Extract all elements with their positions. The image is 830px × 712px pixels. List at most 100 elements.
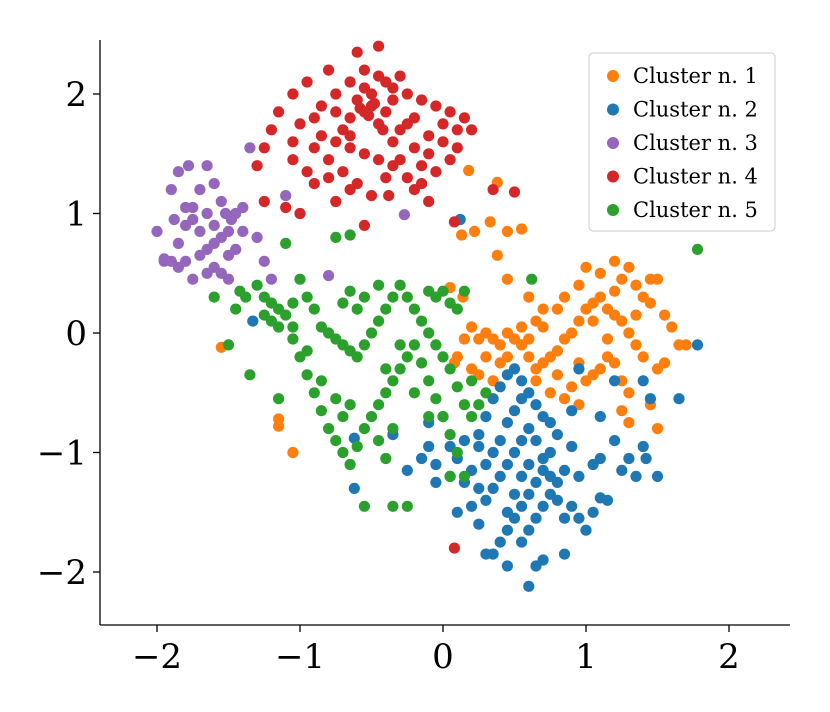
cluster-5-point — [451, 303, 463, 315]
cluster-1-point — [609, 285, 621, 297]
cluster-4-point — [401, 88, 413, 100]
cluster-2-point — [551, 429, 564, 441]
cluster-5-point — [344, 458, 356, 471]
cluster-4-point — [377, 124, 389, 136]
x-tick-label: 0 — [432, 637, 454, 677]
cluster-1-point — [666, 321, 678, 333]
cluster-5-point — [380, 363, 392, 375]
cluster-5-point — [423, 327, 435, 339]
cluster-2-point — [480, 548, 492, 560]
cluster-1-point — [537, 303, 549, 315]
cluster-5-point — [330, 435, 342, 447]
cluster-1-point — [651, 363, 664, 375]
cluster-5-point — [416, 315, 428, 327]
cluster-4-point — [380, 106, 392, 118]
cluster-5-point — [230, 303, 242, 315]
legend-marker-cluster-5 — [607, 204, 619, 216]
cluster-5-point — [408, 387, 420, 399]
cluster-4-point — [287, 154, 299, 166]
cluster-4-point — [330, 106, 342, 118]
cluster-4-point — [430, 100, 442, 112]
cluster-4-point — [287, 88, 299, 100]
cluster-4-point — [330, 195, 342, 208]
cluster-3-point — [251, 231, 263, 243]
cluster-1-point — [466, 363, 478, 375]
cluster-2-point — [473, 482, 485, 494]
cluster-2-point — [516, 500, 528, 512]
cluster-3-point — [237, 225, 249, 237]
cluster-3-point — [323, 270, 335, 282]
cluster-1-point — [537, 321, 549, 333]
cluster-2-point — [544, 470, 556, 482]
cluster-1-point — [651, 423, 664, 435]
cluster-2-point — [458, 435, 470, 447]
cluster-2-point — [473, 440, 485, 453]
cluster-5-point — [358, 500, 370, 512]
cluster-5-point — [430, 393, 442, 405]
cluster-2-point — [501, 506, 513, 518]
cluster-1-point — [558, 291, 571, 303]
cluster-2-point — [558, 512, 571, 524]
cluster-1-point — [651, 273, 664, 285]
cluster-2-point — [523, 488, 535, 500]
cluster-4-point — [451, 142, 463, 154]
cluster-3-point — [208, 178, 220, 190]
cluster-1-point — [501, 225, 513, 237]
x-tick-label: 1 — [575, 637, 597, 677]
cluster-5-point — [373, 279, 385, 291]
cluster-5-point — [380, 452, 392, 465]
cluster-5-point — [401, 291, 413, 303]
cluster-5-point — [337, 411, 349, 423]
cluster-1-point — [287, 446, 299, 459]
cluster-4-point — [444, 106, 456, 118]
cluster-2-point — [530, 560, 542, 572]
cluster-1-point — [623, 327, 635, 339]
cluster-2-point — [416, 452, 428, 465]
cluster-4-point — [401, 172, 413, 184]
cluster-3-point — [230, 243, 242, 255]
cluster-4-point — [358, 64, 370, 76]
cluster-5-point — [373, 315, 385, 327]
cluster-1-point — [601, 303, 614, 315]
cluster-2-point — [494, 470, 506, 482]
cluster-2-point — [516, 470, 528, 482]
cluster-1-point — [630, 309, 642, 321]
cluster-5-point — [251, 279, 263, 291]
cluster-2-point — [501, 417, 513, 429]
cluster-2-point — [691, 339, 704, 351]
cluster-1-point — [466, 321, 478, 333]
cluster-3-point — [208, 237, 220, 249]
cluster-3-point — [225, 213, 237, 226]
cluster-5-point — [287, 333, 299, 345]
cluster-1-point — [587, 315, 599, 327]
cluster-5-point — [473, 399, 485, 411]
cluster-2-point — [623, 452, 635, 465]
cluster-5-point — [373, 435, 385, 447]
cluster-5-point — [323, 423, 335, 435]
cluster-5-point — [308, 387, 320, 399]
cluster-2-point — [580, 524, 592, 536]
cluster-1-point — [551, 369, 564, 381]
cluster-4-point — [344, 130, 356, 142]
cluster-4-point — [373, 154, 385, 166]
cluster-4-point — [344, 142, 356, 154]
cluster-1-point — [580, 303, 592, 315]
cluster-2-point — [247, 315, 259, 327]
legend-label-cluster-4: Cluster n. 4 — [633, 165, 758, 189]
cluster-5-point — [280, 309, 292, 321]
cluster-1-point — [516, 321, 528, 333]
cluster-5-point — [244, 369, 256, 381]
cluster-5-point — [451, 446, 463, 459]
cluster-1-point — [544, 387, 556, 399]
cluster-5-point — [480, 387, 492, 399]
cluster-4-point — [294, 118, 306, 130]
cluster-2-point — [594, 411, 606, 423]
cluster-5-point — [444, 429, 456, 441]
x-tick-label: −2 — [132, 637, 182, 677]
cluster-5-point — [423, 375, 435, 387]
cluster-1-point — [680, 339, 692, 351]
cluster-2-point — [673, 393, 685, 405]
cluster-5-point — [416, 357, 428, 369]
cluster-2-point — [348, 482, 360, 494]
cluster-1-point — [601, 333, 614, 345]
